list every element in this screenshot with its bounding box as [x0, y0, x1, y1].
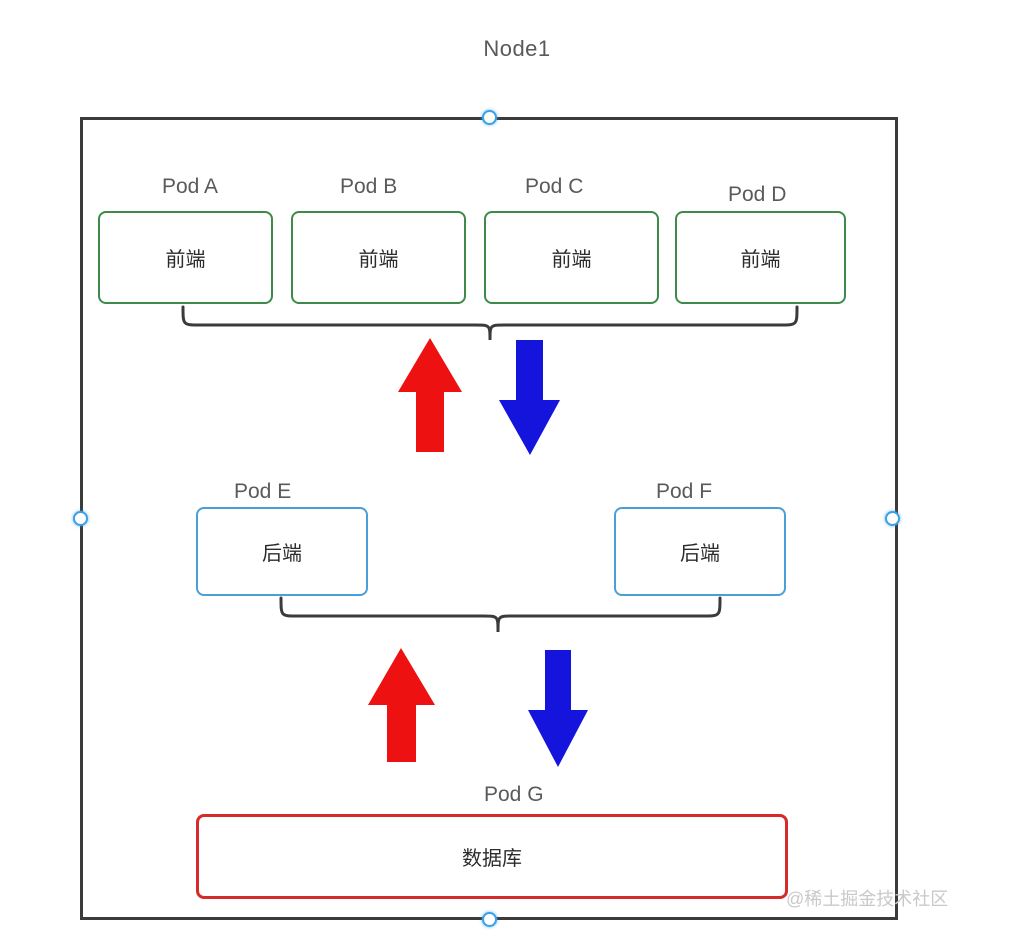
node-title: Node1 [483, 36, 551, 61]
pod-box-c[interactable]: 前端 [484, 211, 659, 304]
pod-label-a: Pod A [162, 175, 219, 198]
pod-content-d: 前端 [740, 249, 781, 271]
pod-label-f: Pod F [656, 480, 713, 503]
pod-box-d[interactable]: 前端 [675, 211, 846, 304]
pod-label-c: Pod C [525, 175, 584, 198]
pod-label-g: Pod G [484, 783, 544, 806]
connection-handle-left-icon[interactable] [73, 511, 88, 526]
pod-content-f: 后端 [680, 543, 720, 565]
connection-handle-top-icon[interactable] [482, 110, 497, 125]
pod-label-b: Pod B [340, 175, 398, 198]
pod-box-e[interactable]: 后端 [196, 507, 368, 596]
pod-label-e: Pod E [234, 480, 292, 503]
pod-content-b: 前端 [358, 249, 399, 271]
pod-box-g[interactable]: 数据库 [196, 814, 788, 899]
connection-handle-bottom-icon[interactable] [482, 912, 497, 927]
watermark: @稀土掘金技术社区 [786, 889, 949, 909]
pod-box-b[interactable]: 前端 [291, 211, 466, 304]
pod-content-c: 前端 [551, 249, 592, 271]
pod-content-a: 前端 [165, 249, 206, 271]
connection-handle-right-icon[interactable] [885, 511, 900, 526]
pod-content-g: 数据库 [462, 848, 522, 870]
pod-content-e: 后端 [262, 543, 302, 565]
pod-box-f[interactable]: 后端 [614, 507, 786, 596]
pod-label-d: Pod D [728, 183, 787, 206]
pod-box-a[interactable]: 前端 [98, 211, 273, 304]
